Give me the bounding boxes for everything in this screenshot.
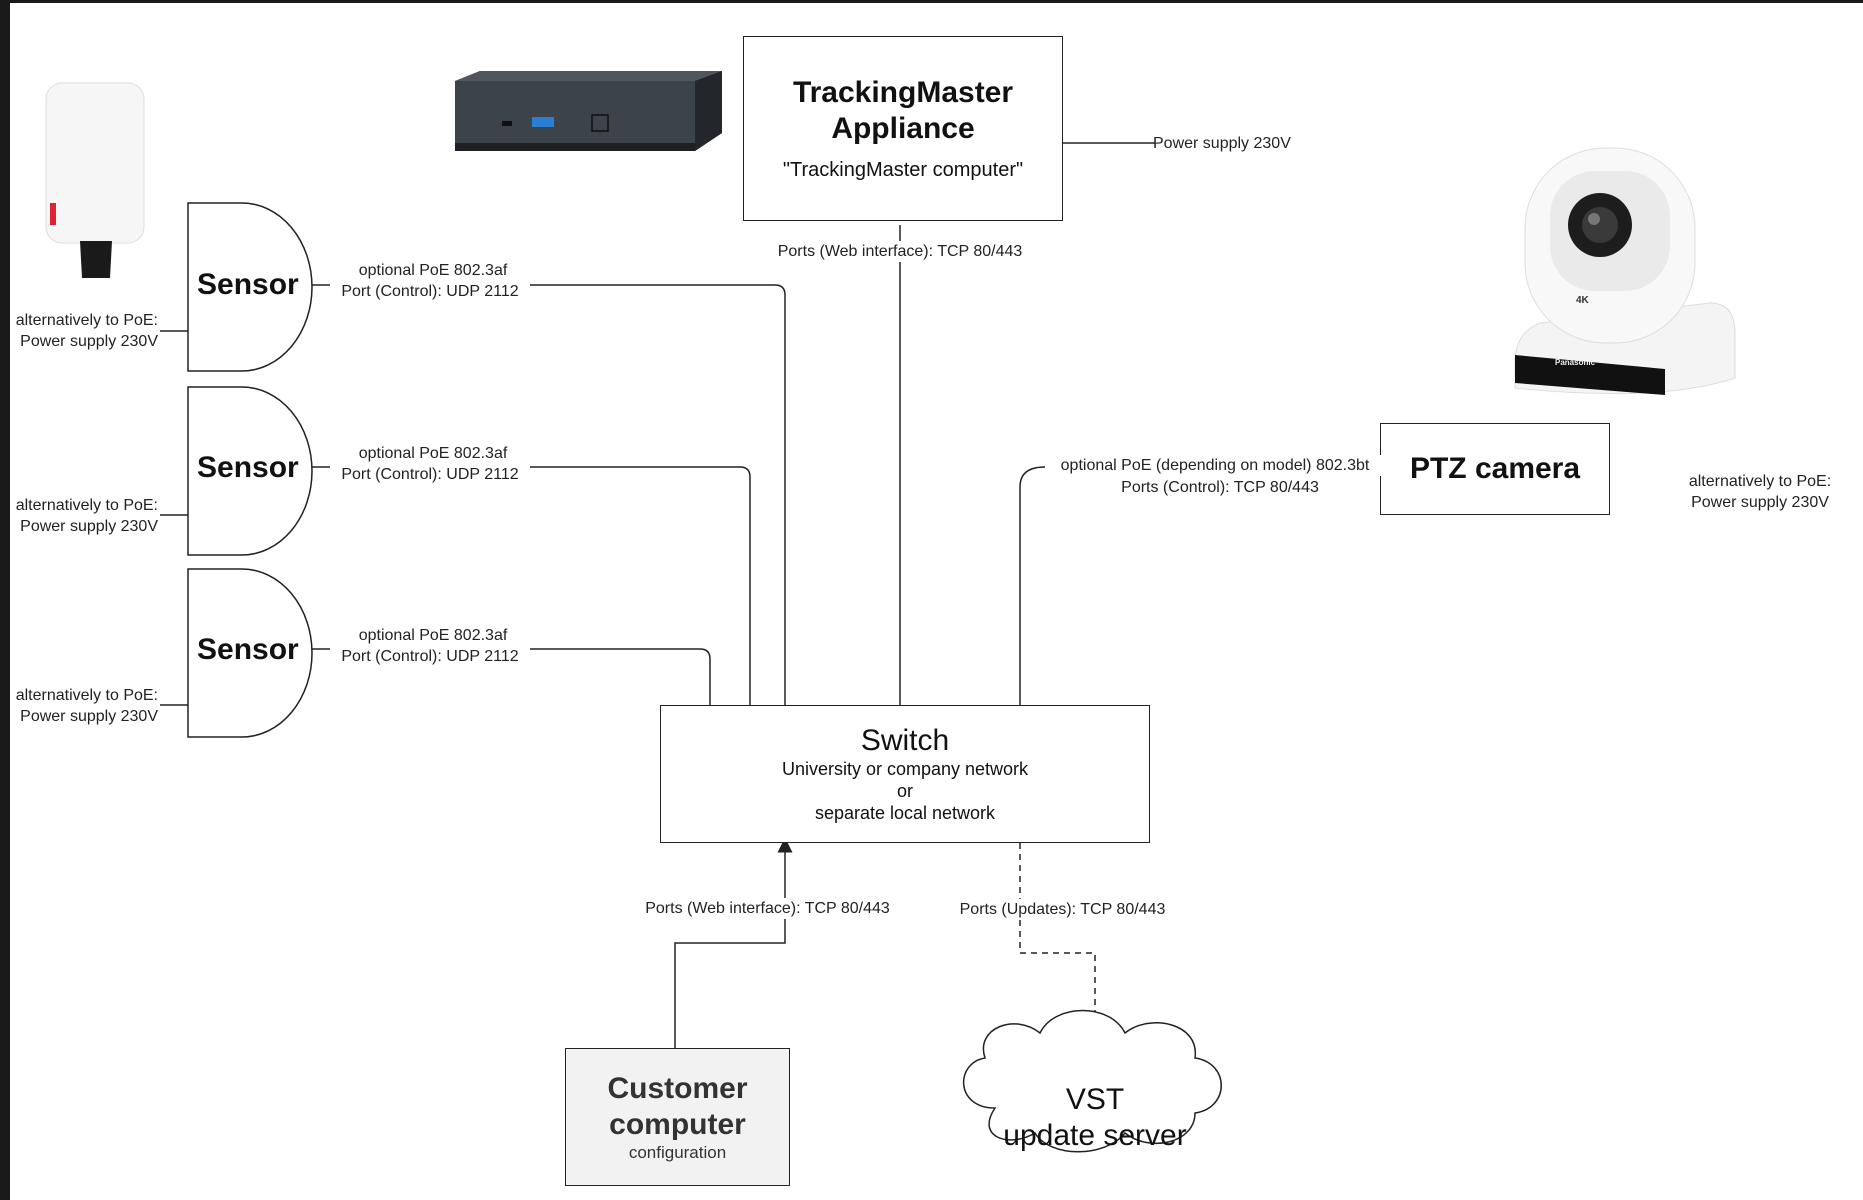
server-title-line2: update server <box>1003 1119 1187 1152</box>
ptz-alt-line2: Power supply 230V <box>1691 494 1829 511</box>
appliance-power-label: Power supply 230V <box>1153 135 1291 152</box>
server-title-line1: VST <box>1065 1083 1125 1116</box>
sensor-2-label: Sensor <box>197 451 299 484</box>
ptz-camera-image <box>1514 147 1736 395</box>
ptz-camera-box: PTZ camera <box>1380 423 1610 515</box>
sensor-1-port-label: Port (Control): UDP 2112 <box>330 281 530 302</box>
ptz-badge: 4K <box>1576 295 1589 306</box>
customer-title-line1: Customer <box>607 1072 748 1105</box>
sensor-2-port-label: Port (Control): UDP 2112 <box>330 464 530 485</box>
switch-line2: or <box>896 781 913 801</box>
sensor-3-label: Sensor <box>197 633 299 666</box>
customer-subtitle: configuration <box>628 1143 727 1162</box>
switch-box: Switch University or company network or … <box>660 705 1150 843</box>
customer-title-line2: computer <box>609 1108 746 1141</box>
customer-computer-box: Customer computer configuration <box>565 1048 790 1186</box>
sensor-3-port-label: Port (Control): UDP 2112 <box>330 646 530 667</box>
appliance-port-label: Ports (Web interface): TCP 80/443 <box>770 241 1030 262</box>
server-cloud-shape <box>962 1009 1222 1153</box>
sensor-2-alt-line1: alternatively to PoE: <box>15 497 158 514</box>
customer-port-label: Ports (Web interface): TCP 80/443 <box>630 898 905 919</box>
link-customer-switch <box>674 837 793 1048</box>
link-ptz-switch <box>1019 466 1382 705</box>
ptz-brand: Panasonic <box>1555 358 1596 367</box>
sensor-shape-2 <box>187 386 313 556</box>
sensor-3-alt-line2: Power supply 230V <box>20 708 158 725</box>
switch-line3: separate local network <box>814 803 996 823</box>
switch-title: Switch <box>860 724 950 757</box>
connection-lines <box>45 71 1736 1153</box>
appliance-title-line2: Appliance <box>831 112 975 145</box>
sensor-1-alt-line1: alternatively to PoE: <box>15 312 158 329</box>
sensor-1-label: Sensor <box>197 268 299 301</box>
switch-line1: University or company network <box>781 759 1029 779</box>
sensor-3-poe-label: optional PoE 802.3af <box>358 627 508 644</box>
sensor-2-alt-line2: Power supply 230V <box>20 518 158 535</box>
sensor-1-alt-line2: Power supply 230V <box>20 333 158 350</box>
sensor-2-poe-label: optional PoE 802.3af <box>358 445 508 462</box>
sensor-1-poe-label: optional PoE 802.3af <box>358 262 508 279</box>
sensor-device-image <box>45 82 145 278</box>
ptz-alt-line1: alternatively to PoE: <box>1688 473 1832 490</box>
appliance-device-image <box>455 71 722 151</box>
link-sensor2-switch <box>312 466 751 705</box>
server-port-label: Ports (Updates): TCP 80/443 <box>935 899 1190 920</box>
ptz-port-label: Ports (Control): TCP 80/443 <box>1121 479 1319 496</box>
sensor-shape-3 <box>187 568 313 738</box>
sensor-shape-1 <box>187 202 313 372</box>
diagram-canvas: Sensor Sensor Sensor optional PoE 802.3a… <box>10 3 1863 1200</box>
ptz-title: PTZ camera <box>1409 452 1581 485</box>
sensor-3-alt-line1: alternatively to PoE: <box>15 687 158 704</box>
appliance-box: TrackingMaster Appliance "TrackingMaster… <box>743 36 1063 221</box>
ptz-poe-label: optional PoE (depending on model) 802.3b… <box>1045 455 1385 476</box>
appliance-subtitle: "TrackingMaster computer" <box>782 159 1024 181</box>
appliance-title-line1: TrackingMaster <box>792 76 1014 109</box>
link-switch-server <box>1019 843 1103 1031</box>
